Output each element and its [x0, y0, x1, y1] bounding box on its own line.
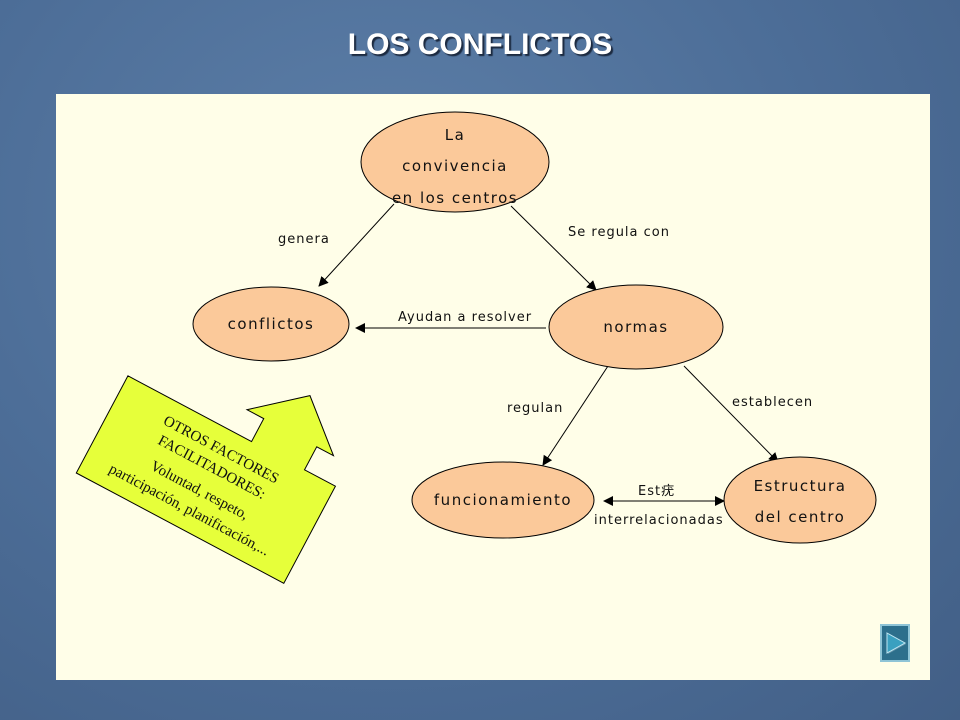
label-establecen: establecen	[732, 395, 813, 410]
label-se-regula-con: Se regula con	[568, 225, 670, 240]
node-funcionamiento-label: funcionamiento	[434, 491, 572, 509]
node-conflictos: conflictos	[192, 286, 350, 362]
diagram-panel: genera Se regula con Ayudan a resolver r…	[56, 94, 930, 680]
edge-genera	[318, 203, 395, 287]
label-ayudan-a-resolver: Ayudan a resolver	[398, 310, 532, 325]
label-regulan: regulan	[507, 401, 563, 416]
label-estan: Est疣	[638, 484, 675, 499]
label-interrelacionadas: interrelacionadas	[594, 513, 724, 528]
callout-factores: OTROS FACTORES FACILITADORES: Voluntad, …	[75, 375, 337, 584]
node-convivencia: La convivencia en los centros	[360, 111, 550, 213]
next-slide-button[interactable]	[880, 624, 910, 662]
edge-regulan	[542, 365, 609, 466]
node-convivencia-line-1: La	[445, 126, 466, 144]
play-next-icon	[886, 632, 907, 654]
node-convivencia-line-2: convivencia	[402, 157, 508, 175]
label-genera: genera	[278, 232, 330, 247]
node-conflictos-label: conflictos	[228, 315, 315, 333]
node-estructura-line-2: del centro	[755, 508, 846, 526]
slide-title: LOS CONFLICTOS	[347, 28, 613, 61]
node-normas-label: normas	[603, 318, 668, 336]
node-normas: normas	[548, 284, 724, 370]
edge-se-regula-con	[510, 205, 597, 291]
node-estructura-line-1: Estructura	[754, 477, 847, 495]
node-convivencia-line-3: en los centros	[392, 189, 518, 207]
edge-establecen	[683, 365, 779, 463]
node-estructura: Estructura del centro	[723, 456, 877, 544]
concept-map: genera Se regula con Ayudan a resolver r…	[75, 111, 877, 584]
node-funcionamiento: funcionamiento	[411, 461, 595, 539]
